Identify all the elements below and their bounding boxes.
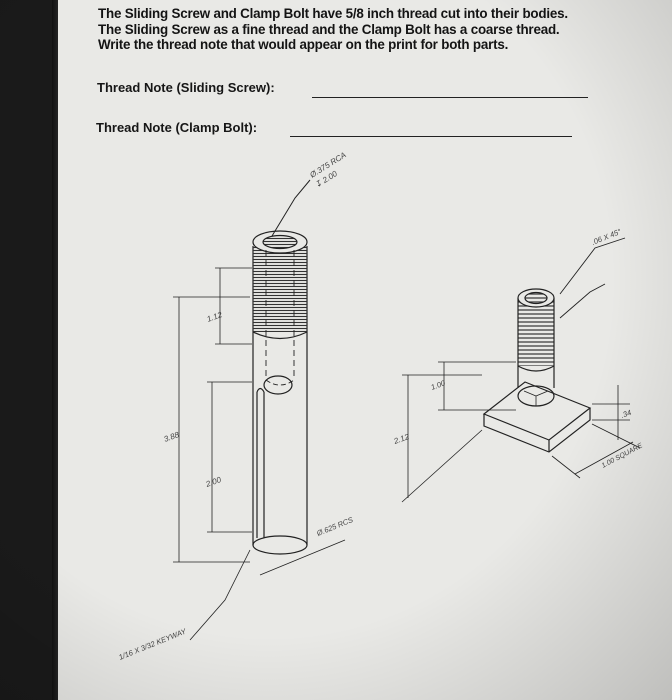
clamp-bolt-dim-1-00: 1.00 <box>430 378 448 392</box>
clamp-bolt-thread-note-blank[interactable] <box>290 136 572 137</box>
sliding-screw-drawing <box>173 179 346 641</box>
clamp-bolt-drawing <box>401 237 641 503</box>
sliding-screw-thread-note-label: Thread Note (Sliding Screw): <box>97 80 275 95</box>
sliding-screw-thread-note-blank[interactable] <box>312 97 588 98</box>
left-edge <box>52 0 60 700</box>
sliding-screw-dim-1-12: 1.12 <box>206 310 224 324</box>
sliding-screw-dim-2-00: 2.00 <box>204 475 223 489</box>
clamp-bolt-dim-34: .34 <box>620 408 633 420</box>
sliding-screw-dim-diameter: Ø.625 RCS <box>314 515 354 538</box>
sliding-screw-annotations: Ø.375 RCA ↧ 2.00 1.12 3.88 2.00 Ø.625 RC… <box>117 150 354 661</box>
instructions: The Sliding Screw and Clamp Bolt have 5/… <box>98 6 668 53</box>
worksheet-page <box>58 0 672 700</box>
sliding-screw-keyway-note: 1/16 X 3/32 KEYWAY <box>117 626 188 662</box>
instruction-line-3: Write the thread note that would appear … <box>98 37 509 52</box>
sliding-screw-dim-3-88: 3.88 <box>163 430 181 444</box>
clamp-bolt-thread-note-label: Thread Note (Clamp Bolt): <box>96 120 258 135</box>
instruction-line-2: The Sliding Screw as a fine thread and t… <box>98 21 560 37</box>
instruction-line-1: The Sliding Screw and Clamp Bolt have 5/… <box>98 6 568 21</box>
